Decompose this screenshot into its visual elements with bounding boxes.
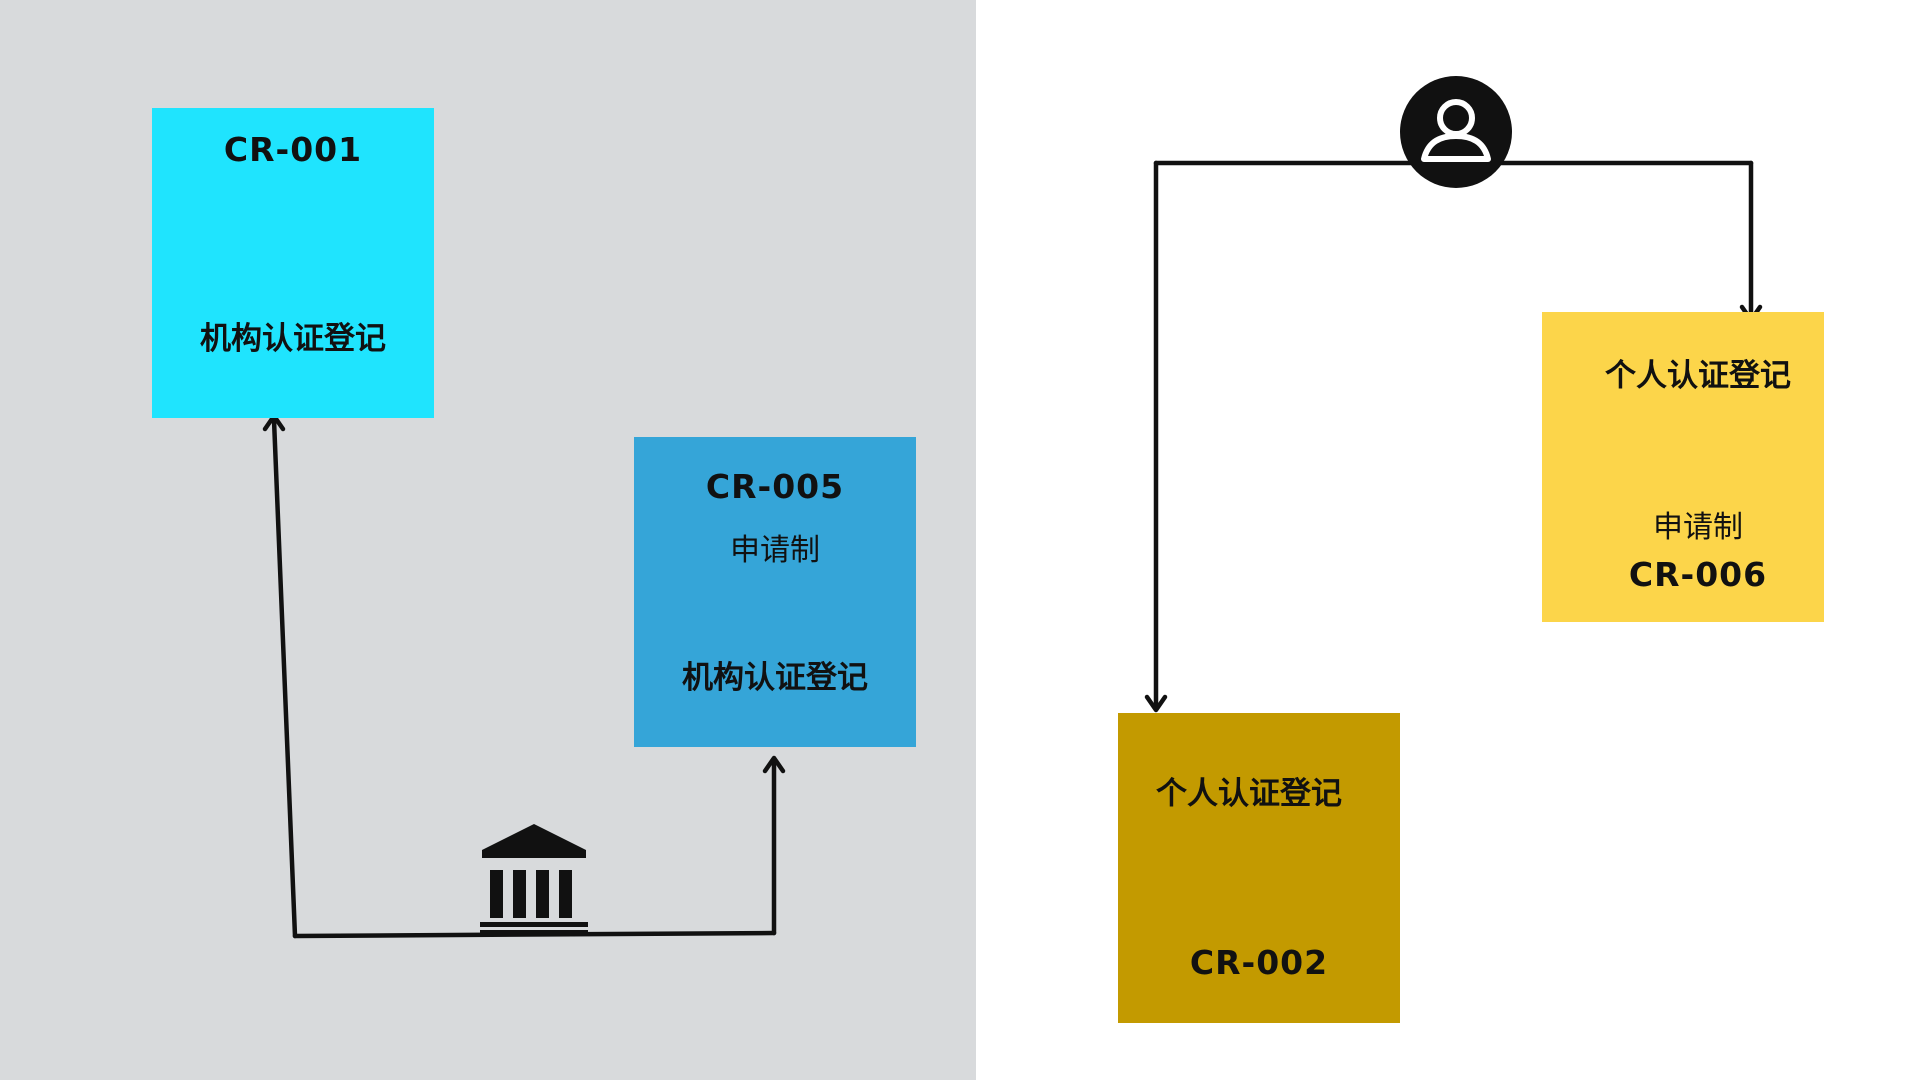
card-code: CR-006 — [1628, 555, 1768, 594]
user-circle-icon — [1400, 76, 1512, 188]
card-label: 个人认证登记 — [1605, 358, 1791, 394]
card-cr-002: 个人认证登记 CR-002 — [1118, 713, 1400, 1023]
card-label: 机构认证登记 — [682, 660, 868, 696]
card-label: 个人认证登记 — [1156, 776, 1342, 812]
card-cr-006: 个人认证登记 申请制 CR-006 — [1542, 312, 1824, 622]
bank-building-icon — [480, 824, 588, 936]
connector-to-cr002-arrowhead — [1144, 694, 1168, 713]
connector-to-cr001 — [271, 417, 298, 939]
card-cr-001: CR-001 机构认证登记 — [152, 108, 434, 418]
card-code: CR-002 — [1189, 943, 1329, 982]
card-sublabel: 申请制 — [1653, 510, 1743, 545]
card-code: CR-005 — [705, 467, 845, 506]
card-cr-005: CR-005 申请制 机构认证登记 — [634, 437, 916, 747]
card-sublabel: 申请制 — [730, 533, 820, 568]
card-label: 机构认证登记 — [200, 321, 386, 357]
card-code: CR-001 — [223, 130, 363, 169]
connector-to-cr005-arrowhead — [762, 755, 786, 774]
